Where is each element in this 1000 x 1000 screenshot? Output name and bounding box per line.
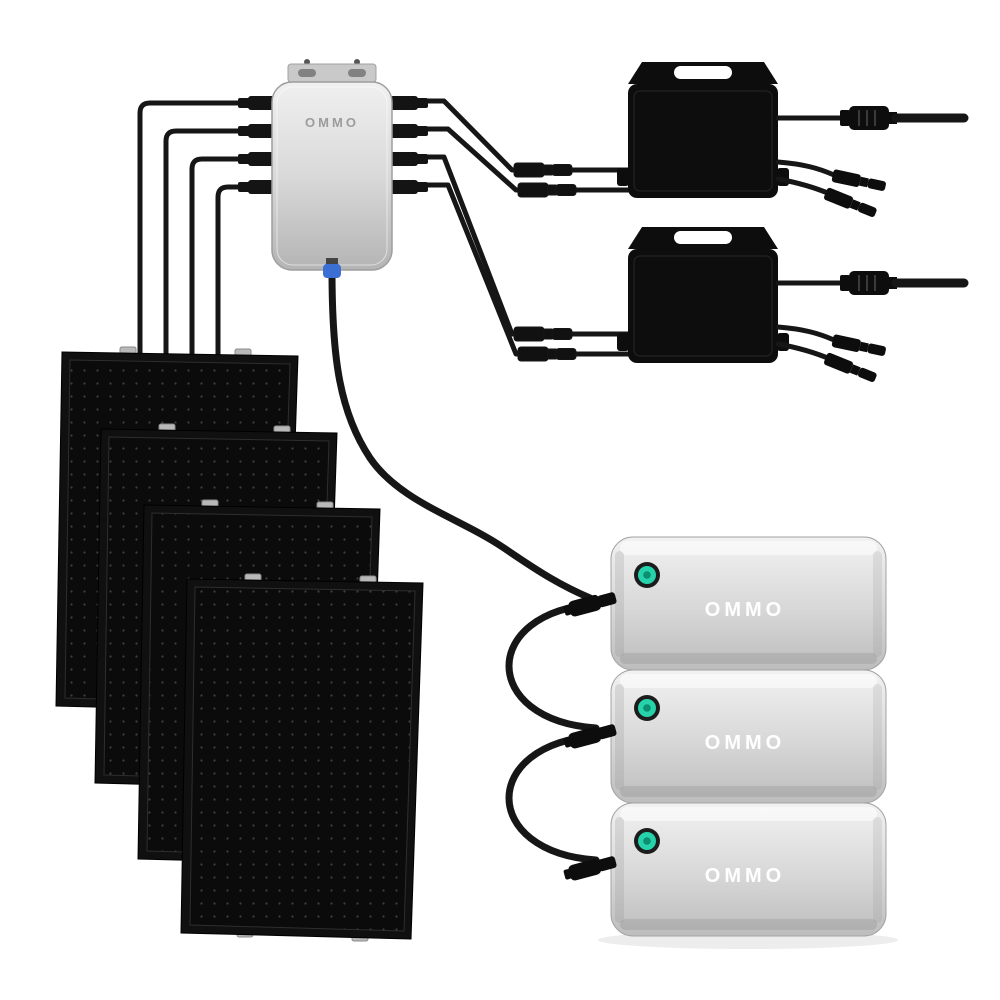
pv-dc-cables xyxy=(137,100,249,399)
battery-link-cables xyxy=(328,266,600,864)
panel-cells xyxy=(189,586,416,932)
microinverter-unit xyxy=(617,227,964,384)
box-output-connectors xyxy=(390,96,428,194)
blue-dc-connector xyxy=(323,264,341,278)
battery-3-label: OMMO xyxy=(705,865,785,887)
mount-slot xyxy=(348,69,366,77)
battery-2-label: OMMO xyxy=(705,732,785,754)
microinverter-2 xyxy=(617,227,964,384)
combiner-to-battery-cable xyxy=(328,266,594,602)
battery-port-connectors xyxy=(562,589,618,883)
microinverter-1 xyxy=(617,62,964,219)
mc4-joint-icon xyxy=(513,326,573,342)
mount-slot xyxy=(298,69,316,77)
pv-cable-1 xyxy=(137,100,249,381)
microinverter-unit xyxy=(617,62,964,219)
inverter-input-cables xyxy=(415,98,635,362)
battery-port-connector xyxy=(562,589,618,619)
battery-1-label: OMMO xyxy=(705,599,785,621)
box-body xyxy=(271,81,393,271)
inverter-cable-2 xyxy=(415,126,635,193)
mc4-joint-icon xyxy=(517,182,577,198)
box-input-connectors xyxy=(238,96,276,194)
battery-unit-2: OMMO xyxy=(610,669,887,804)
battery-loop-cable-1 xyxy=(505,600,600,732)
mc4-joint-icon xyxy=(517,346,577,362)
inverter-cable-1 xyxy=(415,98,635,173)
battery-unit-3: OMMO xyxy=(610,802,887,937)
combiner-box: OMMO xyxy=(238,59,428,278)
cable-gland xyxy=(326,258,338,266)
solar-panel-4 xyxy=(180,573,424,942)
pv-cable-3 xyxy=(189,156,249,393)
battery-loop-cable-2 xyxy=(505,732,600,864)
pv-cable-2 xyxy=(163,128,249,387)
pv-cable-4 xyxy=(215,184,249,399)
combiner-box-label: OMMO xyxy=(305,115,359,130)
solar-panel-array xyxy=(55,346,424,942)
mc4-joint-icon xyxy=(513,162,573,178)
battery-stack: OMMO OMMO OMMO xyxy=(562,536,898,949)
battery-unit-1: OMMO xyxy=(610,536,887,671)
